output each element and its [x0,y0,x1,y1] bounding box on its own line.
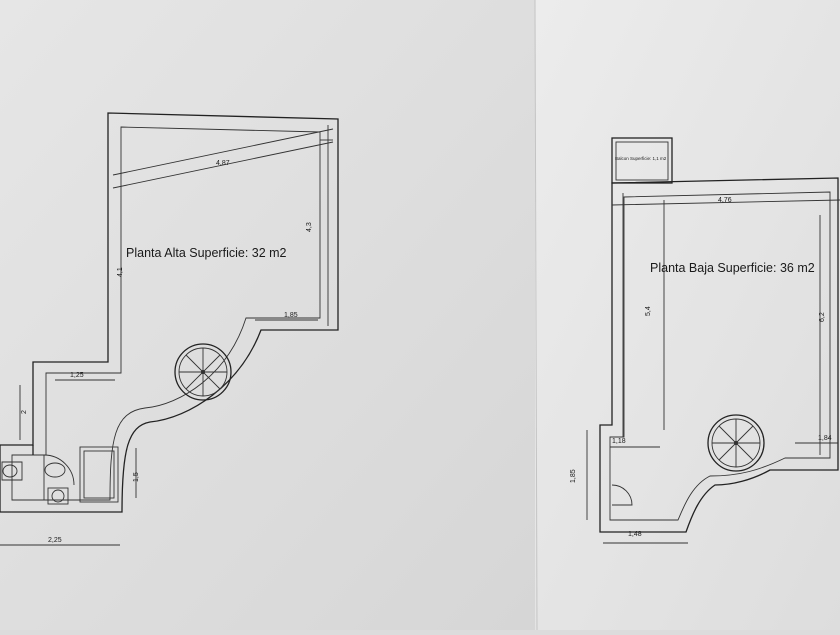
lower-dim-right: 6,2 [819,312,826,322]
lower-dim-right-ledge: 1,84 [818,435,832,442]
lower-balcony-label: Balcon Superficie: 1,1 m2 [615,156,667,161]
upper-outer-wall [0,112,339,513]
lower-door-swing [611,484,633,506]
upper-inner-wall [11,126,321,501]
lower-balcony [611,137,673,184]
lower-inner-wall [609,191,831,521]
lower-dim-top: 4,76 [718,197,732,204]
upper-dim-bath: 1,5 [133,472,140,482]
sheet-fold [534,0,538,631]
lower-spiral-stair [707,414,765,472]
upper-bathroom [1,445,119,505]
upper-dim-right: 4,3 [306,222,313,232]
upper-floor-plan: 4,87 4,3 4,1 1,85 1,25 2 1,5 2,25 Planta… [0,112,339,546]
upper-plan-title: Planta Alta Superficie: 32 m2 [126,246,287,260]
upper-dim-side: 2 [21,410,28,414]
lower-dim-side: 1,85 [570,469,577,483]
lower-dim-left: 5,4 [645,306,652,316]
lower-outer-wall [599,177,839,533]
lower-dim-bottom: 1,48 [628,531,642,538]
upper-spiral-stair [174,343,232,401]
upper-dim-bottom: 2,25 [48,537,62,544]
upper-dim-step: 1,25 [70,372,84,379]
lower-dim-left-ledge: 1,18 [612,438,626,445]
lower-floor-plan: Balcon Superficie: 1,1 m2 4,76 5,4 6,2 1… [570,137,840,544]
upper-dim-ledge: 1,85 [284,312,298,319]
right-sheet [535,0,840,630]
left-sheet [0,0,535,630]
upper-dim-top: 4,87 [216,160,230,167]
lower-plan-title: Planta Baja Superficie: 36 m2 [650,261,815,275]
upper-dim-left: 4,1 [117,267,124,277]
